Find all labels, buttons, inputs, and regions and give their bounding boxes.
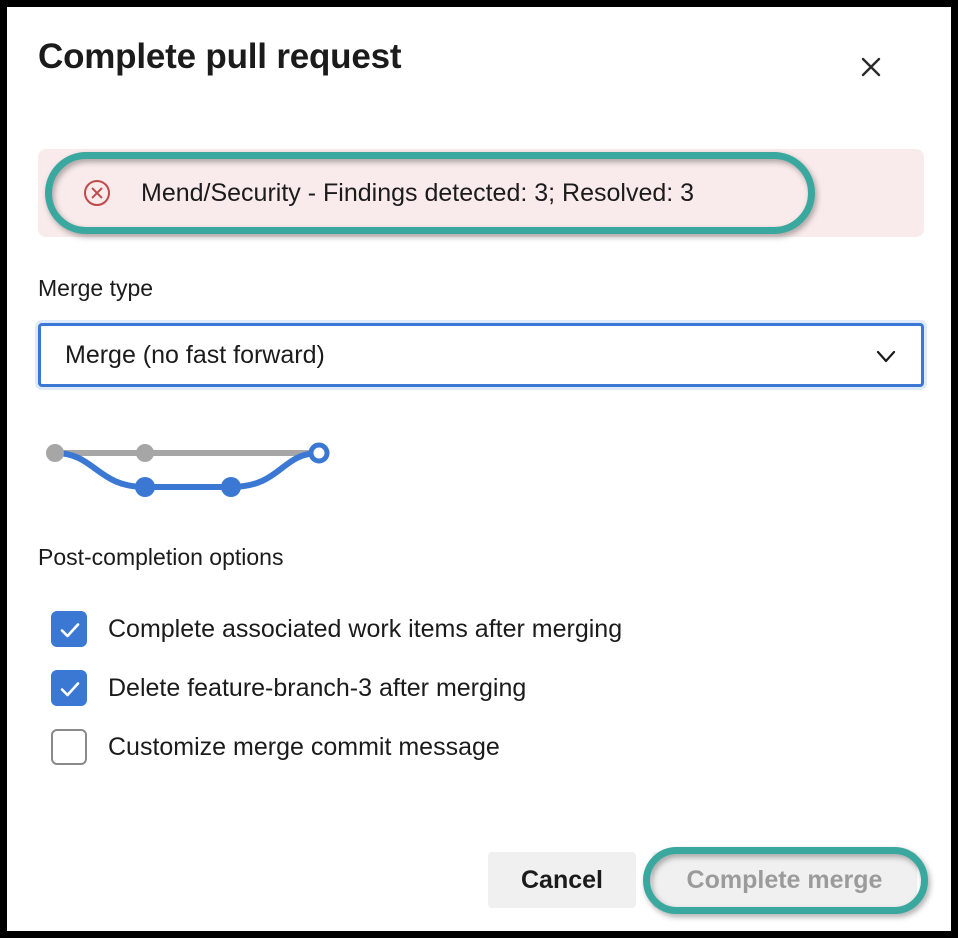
merge-no-fast-forward-graph-icon — [35, 431, 335, 503]
complete-pull-request-dialog: Complete pull request Mend/Security - Fi… — [7, 7, 951, 931]
complete-merge-button[interactable]: Complete merge — [652, 852, 917, 908]
chevron-down-icon — [873, 343, 899, 369]
status-banner: Mend/Security - Findings detected: 3; Re… — [38, 149, 924, 237]
page-title: Complete pull request — [38, 37, 402, 76]
option-complete-work-items[interactable]: Complete associated work items after mer… — [51, 608, 622, 650]
merge-type-select[interactable]: Merge (no fast forward) — [38, 323, 924, 387]
close-icon[interactable] — [853, 49, 889, 85]
option-label: Delete feature-branch-3 after merging — [108, 673, 527, 702]
option-label: Customize merge commit message — [108, 732, 500, 761]
post-completion-options-label: Post-completion options — [38, 544, 284, 570]
checkbox-checked[interactable] — [51, 611, 87, 647]
cancel-button[interactable]: Cancel — [488, 852, 636, 908]
merge-type-label: Merge type — [38, 275, 154, 301]
error-circle-x-icon — [83, 179, 111, 207]
merge-type-selected-value: Merge (no fast forward) — [65, 341, 325, 369]
checkbox-unchecked[interactable] — [51, 729, 87, 765]
checkbox-checked[interactable] — [51, 670, 87, 706]
dialog-header: Complete pull request — [38, 29, 927, 95]
option-delete-branch[interactable]: Delete feature-branch-3 after merging — [51, 667, 526, 709]
status-badge: Mend/Security - Findings detected: 3; Re… — [141, 179, 695, 207]
option-customize-commit-message[interactable]: Customize merge commit message — [51, 726, 500, 768]
option-label: Complete associated work items after mer… — [108, 614, 623, 643]
